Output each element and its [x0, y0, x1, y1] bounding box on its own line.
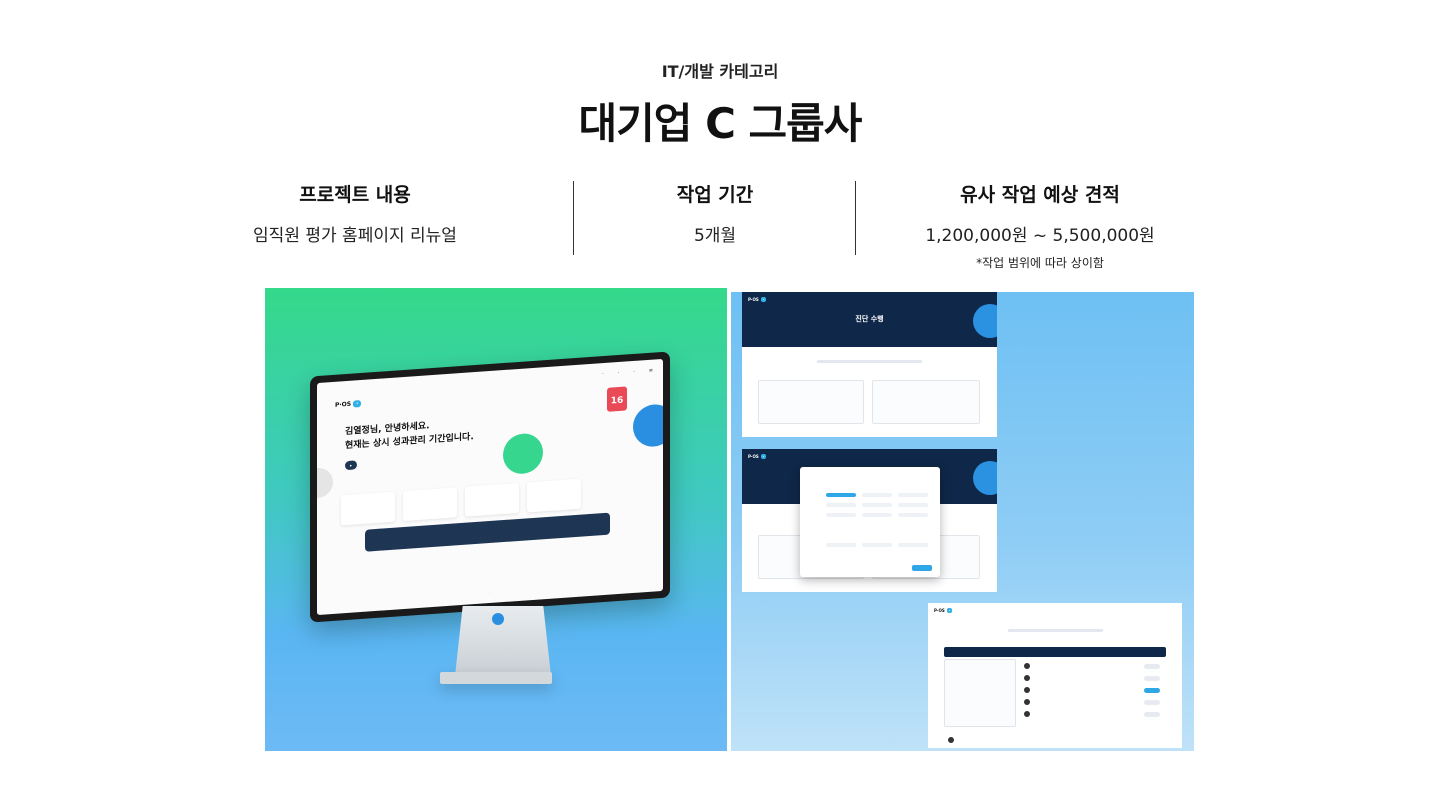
text-line [817, 360, 922, 363]
stand-hole [492, 613, 504, 625]
screenshot-selection: P·OS· [928, 603, 1182, 748]
divider [573, 181, 574, 255]
monitor-screen: ···≡ P·OS· 김열정님, 안녕하세요. 현재는 상시 성과관리 기간입니… [317, 358, 663, 616]
screen-logo: P·OS· [335, 399, 362, 409]
avatar [1024, 699, 1030, 705]
divider [855, 181, 856, 255]
screenshot-title: 진단 수행 [855, 315, 884, 323]
text-line [1008, 629, 1103, 632]
screen-menu-bar [365, 512, 610, 552]
period-value: 5개월 [693, 226, 737, 246]
project-heading: 프로젝트 내용 [299, 184, 411, 206]
period-info: 작업 기간 5개월 [580, 180, 850, 246]
screenshot-logo: P·OS· [748, 454, 767, 459]
screen-card [341, 491, 395, 526]
modal-dialog [800, 467, 940, 577]
category-label: IT/개발 카테고리 [661, 62, 779, 81]
option-pill [826, 513, 856, 517]
estimate-note: *작업 범위에 따라 상이함 [976, 256, 1104, 270]
avatar [1024, 675, 1030, 681]
decor-circle [633, 403, 663, 449]
option-pill [862, 513, 892, 517]
option-pill [898, 513, 928, 517]
option-pill [862, 493, 892, 497]
decor-circle [317, 466, 333, 500]
option-pill [862, 503, 892, 507]
option-pill [898, 503, 928, 507]
page-title: 대기업 C 그룹사 [578, 99, 863, 148]
period-heading: 작업 기간 [676, 184, 754, 206]
option-pill [862, 543, 892, 547]
decor-circle [973, 304, 997, 338]
screens-mockup-image: P·OS· 진단 수행 P·OS· [731, 292, 1194, 751]
select-button [1144, 700, 1160, 705]
confirm-button [912, 565, 932, 571]
screenshot-header: P·OS· 진단 수행 [742, 292, 997, 347]
select-button [1144, 688, 1160, 693]
avatar [1024, 663, 1030, 669]
estimate-info: 유사 작업 예상 견적 1,200,000원 ~ 5,500,000원 *작업 … [860, 180, 1220, 271]
table-header [944, 647, 1166, 657]
select-button [1144, 676, 1160, 681]
screen-card [465, 482, 519, 517]
decor-circle [503, 432, 543, 476]
option-pill [898, 493, 928, 497]
project-info: 프로젝트 내용 임직원 평가 홈페이지 리뉴얼 [140, 180, 570, 246]
option-pill [826, 493, 856, 497]
option-pill [898, 543, 928, 547]
monitor-mockup-image: ···≡ P·OS· 김열정님, 안녕하세요. 현재는 상시 성과관리 기간입니… [265, 288, 727, 751]
select-button [1144, 664, 1160, 669]
option-pill [826, 503, 856, 507]
estimate-value: 1,200,000원 ~ 5,500,000원 [925, 226, 1155, 246]
select-button [1144, 712, 1160, 717]
project-value: 임직원 평가 홈페이지 리뉴얼 [253, 226, 457, 246]
screen-greeting: 김열정님, 안녕하세요. 현재는 상시 성과관리 기간입니다. [345, 416, 474, 453]
screenshot-modal: P·OS· [742, 449, 997, 592]
screen-nav: ···≡ [602, 367, 653, 378]
avatar [1024, 687, 1030, 693]
tree-panel [944, 659, 1016, 727]
screen-footer: · [489, 590, 491, 596]
estimate-heading: 유사 작업 예상 견적 [960, 184, 1120, 206]
option-pill [826, 543, 856, 547]
decor-circle [973, 461, 997, 495]
screen-card [527, 478, 581, 513]
screenshot-logo: P·OS· [934, 608, 953, 613]
monitor-base [440, 672, 552, 684]
content-box [758, 380, 864, 424]
avatar [948, 737, 954, 743]
screenshot-logo: P·OS· [748, 297, 767, 302]
monitor: ···≡ P·OS· 김열정님, 안녕하세요. 현재는 상시 성과관리 기간입니… [310, 351, 670, 623]
screen-button: ▸ [345, 460, 358, 471]
content-box [872, 380, 980, 424]
avatar [1024, 711, 1030, 717]
screen-card [403, 487, 457, 522]
screenshot-diagnosis: P·OS· 진단 수행 [742, 292, 997, 437]
calendar-icon: 16 [607, 386, 627, 412]
